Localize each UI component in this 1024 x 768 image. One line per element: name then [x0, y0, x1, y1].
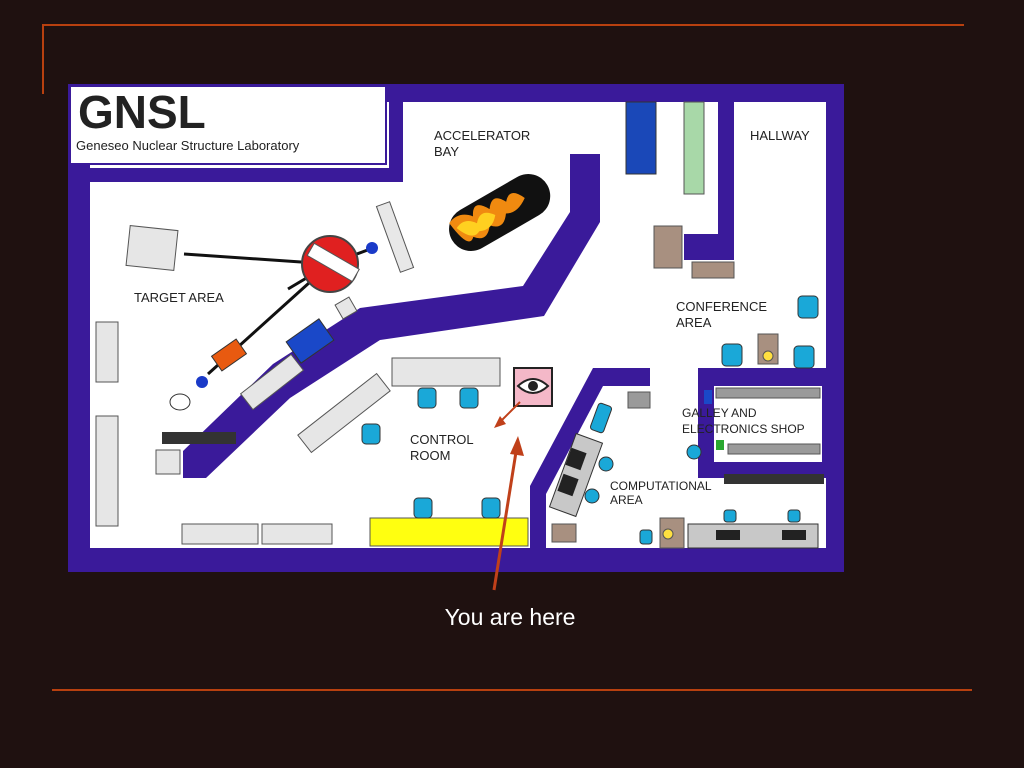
- equipment: [627, 391, 651, 409]
- blue-cabinet: [285, 318, 335, 364]
- orange-detector: [210, 338, 248, 372]
- top-rule: [42, 24, 964, 26]
- wall-segment: [389, 84, 403, 182]
- blue-tank: [625, 101, 657, 175]
- green-cabinet: [683, 101, 705, 195]
- label-control-room: CONTROL: [410, 432, 474, 447]
- chair: [589, 402, 613, 434]
- marker-arrowhead: [494, 416, 506, 428]
- label-galley: GALLEY AND: [682, 406, 757, 420]
- chair: [793, 345, 815, 369]
- wall-segment: [698, 368, 844, 386]
- chair: [723, 509, 737, 523]
- control-desk: [391, 357, 501, 387]
- chair: [361, 423, 381, 445]
- label-computational-area-2: AREA: [610, 493, 643, 507]
- monitor: [782, 530, 806, 540]
- chair: [481, 497, 501, 519]
- target-chamber: [125, 225, 179, 271]
- label-accelerator-bay: ACCELERATOR: [434, 128, 530, 143]
- chair: [721, 343, 743, 367]
- chair: [787, 509, 801, 523]
- lamp-icon: [762, 350, 774, 362]
- marker-arrow: [499, 401, 521, 423]
- magnet-plate: [306, 242, 360, 283]
- bench: [297, 372, 391, 454]
- wall-segment: [684, 234, 734, 260]
- chair: [459, 387, 479, 409]
- bench: [95, 321, 119, 383]
- wall-segment: [68, 168, 403, 182]
- left-rule: [42, 24, 44, 94]
- accelerator-endplate: [375, 201, 415, 273]
- equipment: [704, 390, 712, 404]
- lamp-icon: [662, 528, 674, 540]
- indicator: [716, 440, 724, 450]
- chair: [413, 497, 433, 519]
- label-galley-2: ELECTRONICS SHOP: [682, 422, 805, 436]
- logo-box: [69, 85, 387, 165]
- chair: [686, 444, 702, 460]
- chair: [639, 529, 653, 545]
- bench: [95, 415, 119, 527]
- computer-rack: [548, 432, 604, 518]
- label-computational-area: COMPUTATIONAL: [610, 479, 712, 493]
- bench: [261, 523, 333, 545]
- logo-subtitle: Geneseo Nuclear Structure Laboratory: [76, 138, 300, 153]
- chair: [598, 456, 614, 472]
- crate: [653, 225, 683, 269]
- counter: [715, 387, 821, 399]
- label-control-room-2: ROOM: [410, 448, 450, 463]
- label-hallway: HALLWAY: [750, 128, 810, 143]
- eye-icon: [513, 367, 553, 407]
- crate: [691, 261, 735, 279]
- accelerator-tank: [449, 174, 551, 251]
- chair: [417, 387, 437, 409]
- label-target-area: TARGET AREA: [134, 290, 224, 305]
- bench: [181, 523, 259, 545]
- wall-segment: [822, 386, 844, 462]
- bench: [155, 449, 181, 475]
- logo-title: GNSL: [78, 86, 206, 138]
- chair: [797, 295, 819, 319]
- beam-element: [196, 376, 208, 388]
- electronics-rack: [162, 432, 236, 444]
- monitor: [716, 530, 740, 540]
- console-desk: [369, 517, 529, 547]
- label-accelerator-bay-2: BAY: [434, 144, 459, 159]
- chair: [584, 488, 600, 504]
- label-conference-area-2: AREA: [676, 315, 712, 330]
- counter: [727, 443, 821, 455]
- end-station: [169, 393, 191, 411]
- wall-segment: [718, 84, 734, 260]
- monitor: [557, 473, 579, 497]
- diagonal-wall: [183, 154, 600, 478]
- beam-element: [366, 242, 378, 254]
- crate: [551, 523, 577, 543]
- computational-wall: [530, 368, 650, 548]
- electronics-rack: [724, 474, 824, 484]
- bench: [239, 353, 305, 411]
- label-conference-area: CONFERENCE: [676, 299, 767, 314]
- you-are-here-caption: You are here: [444, 604, 576, 630]
- floor-plan-map: GNSL Geneseo Nuclear Structure Laborator…: [68, 84, 844, 572]
- bottom-rule: [52, 689, 972, 691]
- small-box: [334, 296, 358, 320]
- monitor: [565, 447, 587, 471]
